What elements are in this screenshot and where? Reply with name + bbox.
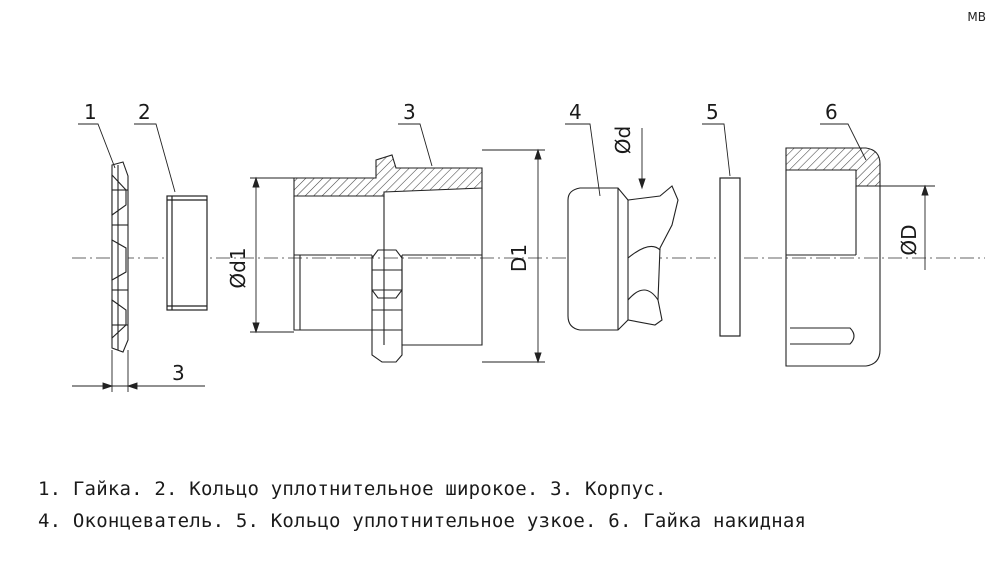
legend-line-1: 1. Гайка. 2. Кольцо уплотнительное широк…	[38, 478, 667, 500]
part-5-narrow-seal-ring	[719, 177, 741, 337]
dimension-d1	[250, 176, 294, 334]
callout-4: 4	[569, 100, 582, 124]
part-1-nut	[111, 161, 129, 353]
callout-3: 3	[403, 100, 416, 124]
dimension-D1	[482, 148, 545, 364]
label-d1: Ød1	[226, 247, 250, 288]
part-6-union-nut	[785, 147, 881, 367]
dimension-D	[880, 184, 935, 270]
part-2-wide-seal-ring	[166, 195, 208, 311]
part-4-terminator	[567, 185, 679, 331]
dimension-thickness	[72, 350, 205, 392]
part-3-body	[293, 154, 483, 363]
label-D1: D1	[507, 244, 531, 272]
callout-leaders	[78, 123, 867, 197]
label-d: Ød	[611, 126, 635, 154]
legend-line-2: 4. Оконцеватель. 5. Кольцо уплотнительно…	[38, 510, 807, 532]
corner-mark: MB	[967, 10, 986, 24]
callout-6: 6	[825, 100, 838, 124]
label-thickness: 3	[172, 361, 185, 385]
callout-2: 2	[138, 100, 151, 124]
callout-1: 1	[84, 100, 97, 124]
dimension-d	[638, 128, 646, 190]
callout-5: 5	[706, 100, 719, 124]
label-D: ØD	[897, 224, 921, 255]
